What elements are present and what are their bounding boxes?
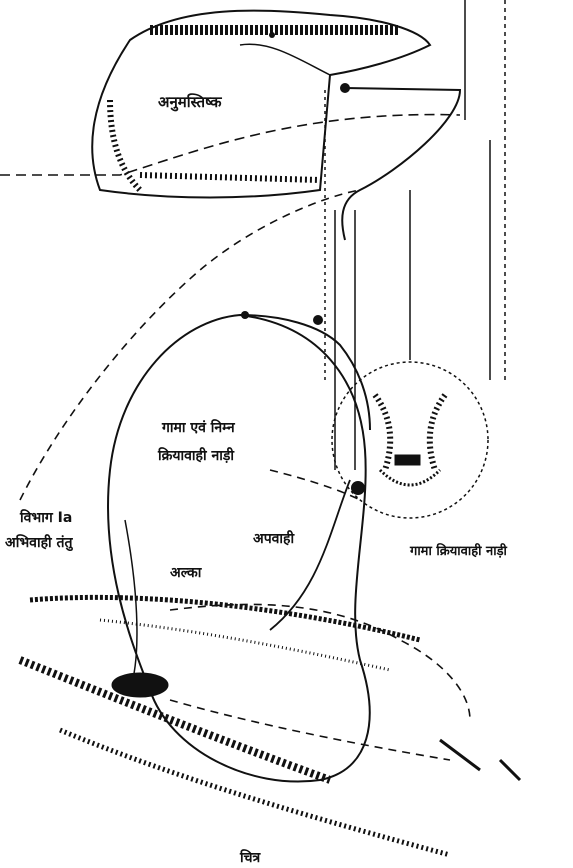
label-gamma-motor-nerve: गामा क्रियावाही नाड़ी — [409, 543, 508, 559]
label-cerebellum: अनुमस्तिष्क — [158, 93, 223, 112]
label-gamma-lower-motor: गामा एवं निम्न — [161, 419, 236, 436]
reflex-loop — [108, 315, 370, 782]
pathway-nodes — [241, 32, 365, 495]
label-gamma-lower-motor-2: क्रियावाही नाड़ी — [157, 447, 235, 464]
label-group-1a-line2: अभिवाही तंतु — [5, 534, 73, 552]
muscle-fibres — [20, 597, 520, 855]
label-alka: अल्का — [170, 565, 203, 581]
cerebellar-pathway — [0, 44, 460, 240]
label-bottom-caption: चित्र — [239, 849, 262, 866]
label-efferent: अपवाही — [253, 530, 295, 547]
dashed-pathways — [20, 190, 470, 760]
cerebellum-structure — [92, 11, 430, 198]
label-group-1a-line1: विभाग Ia — [19, 509, 72, 526]
